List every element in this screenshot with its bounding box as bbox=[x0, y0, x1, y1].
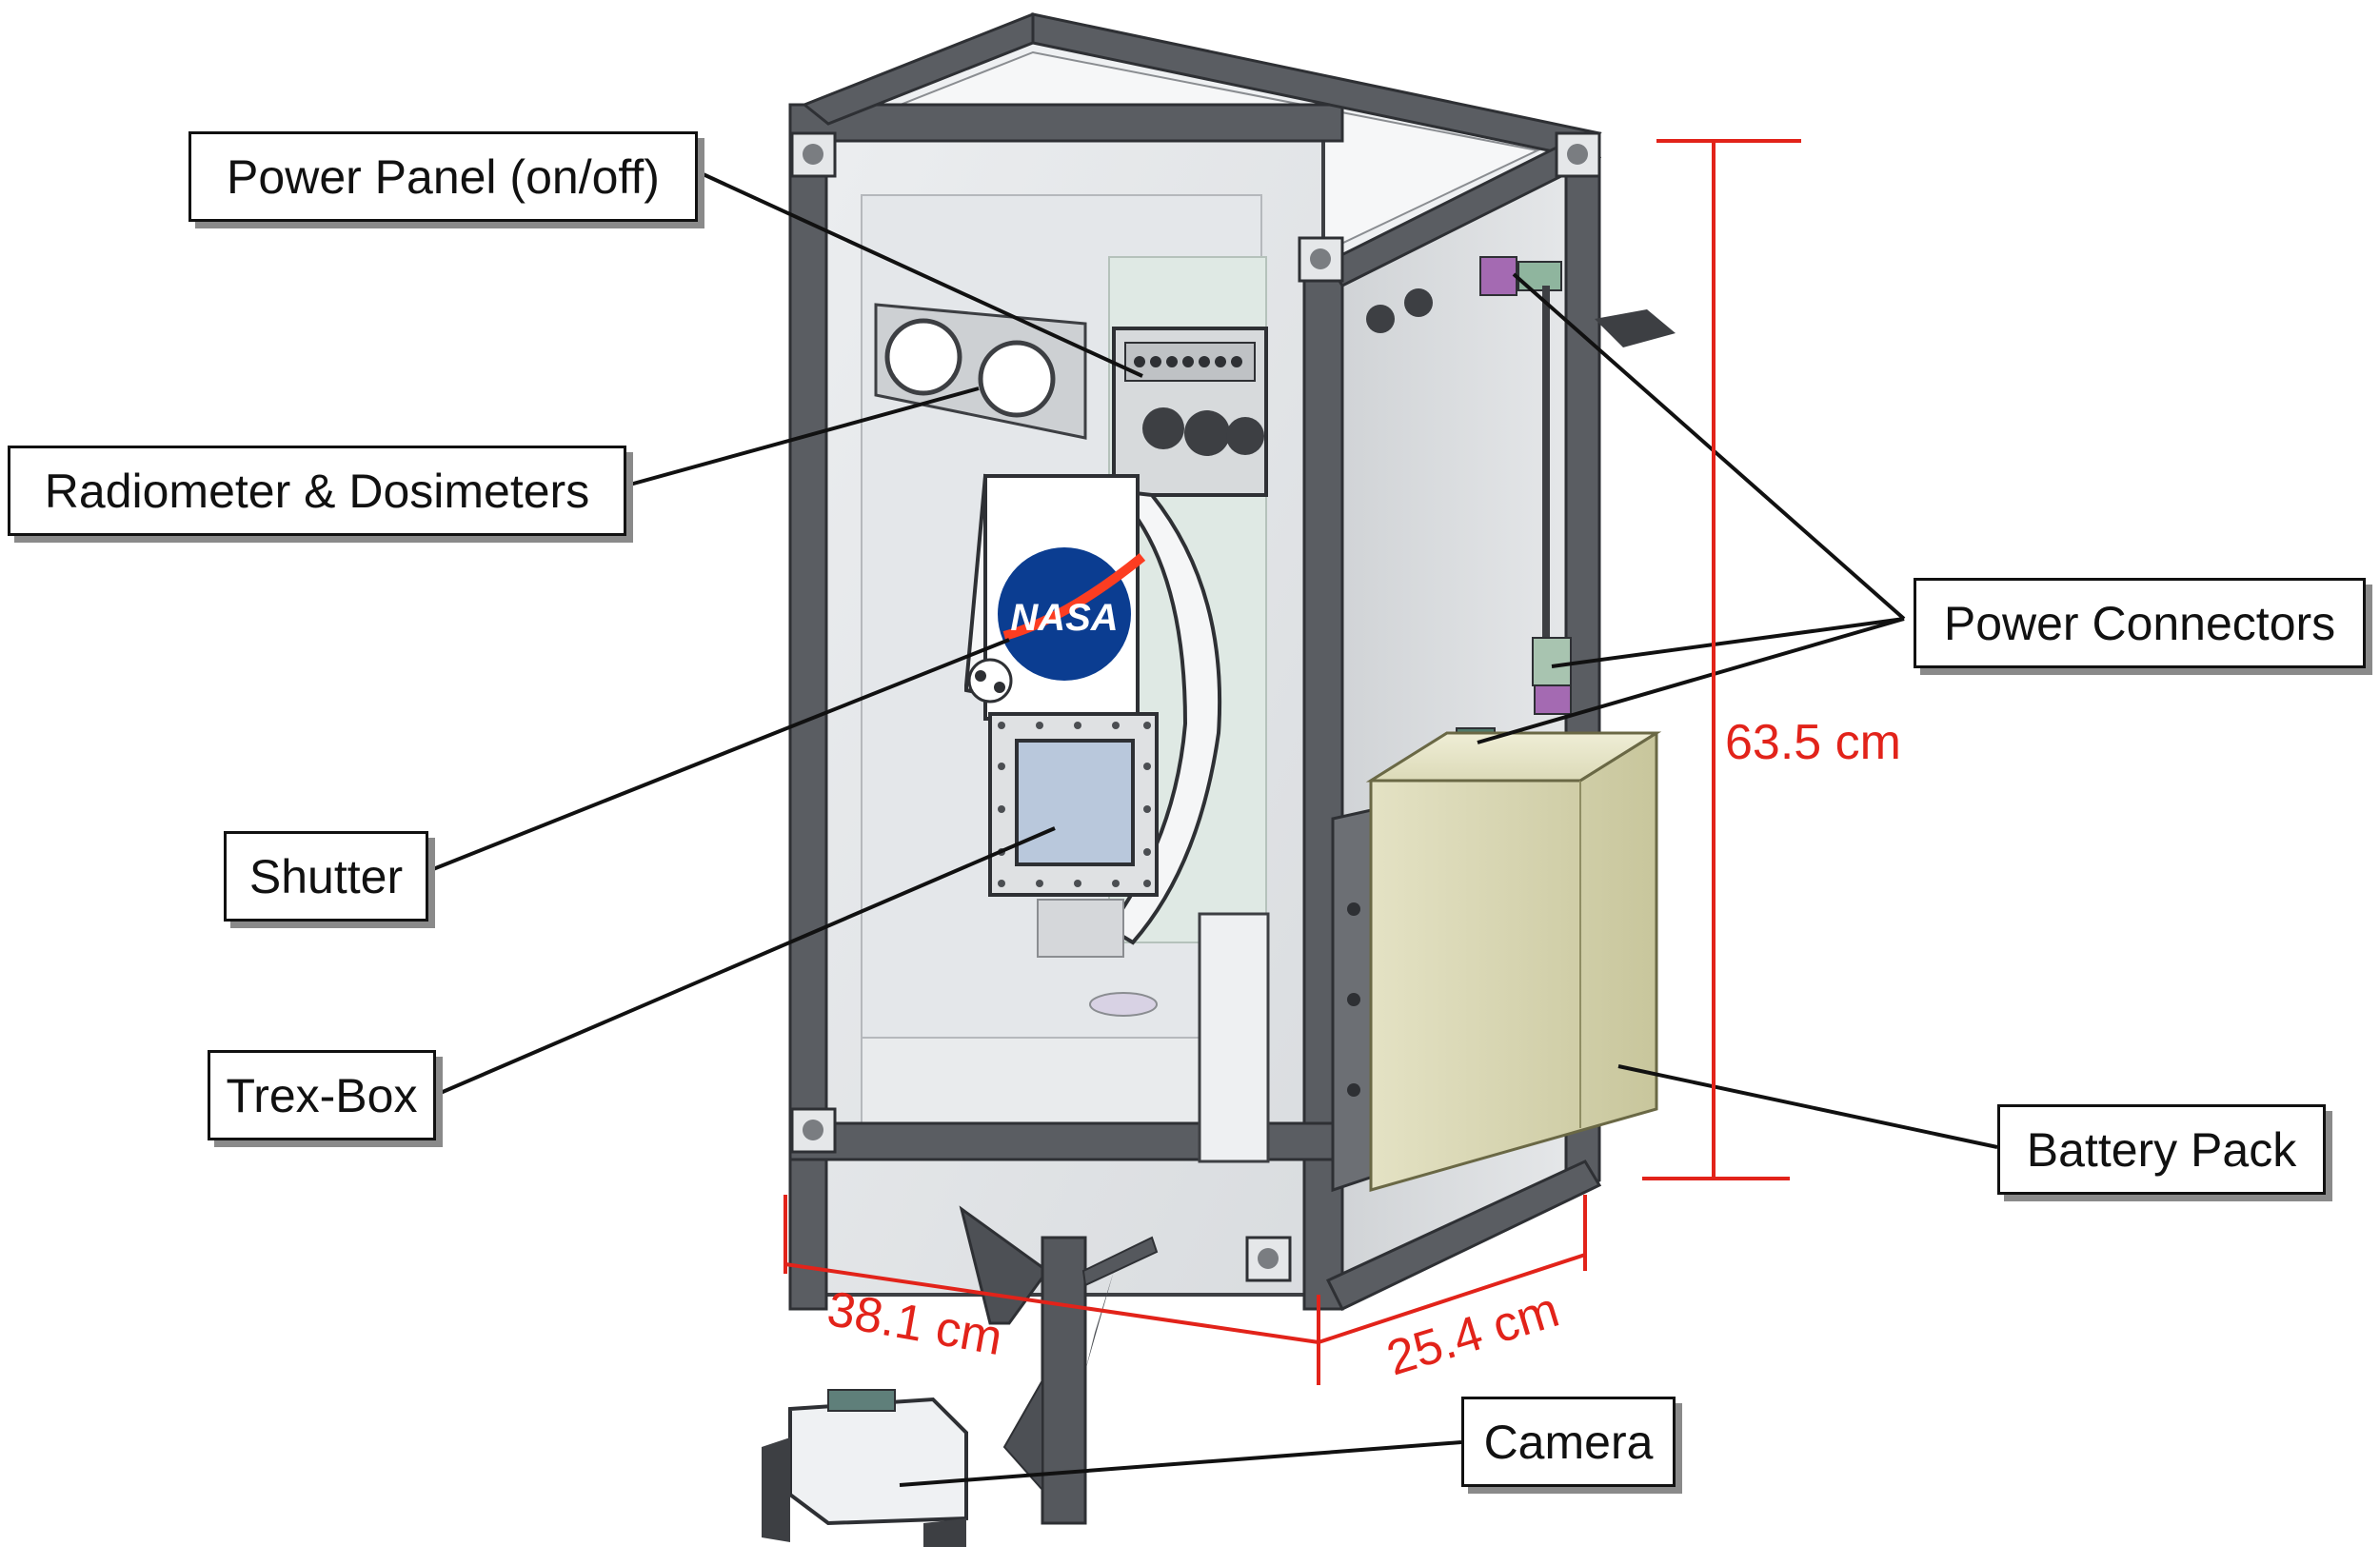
callout-camera: Camera bbox=[1461, 1397, 1676, 1487]
leader-power-connectors-2 bbox=[1551, 617, 1905, 668]
power-panel-hardware bbox=[1112, 327, 1268, 497]
trex-box-hardware bbox=[988, 712, 1159, 1017]
depth-dimension-line bbox=[1318, 1253, 1586, 1344]
leader-power-panel bbox=[696, 169, 1143, 378]
nasa-logo: NASA bbox=[998, 547, 1146, 681]
nasa-logo-text: NASA bbox=[1010, 597, 1118, 639]
battery-pack-hardware bbox=[1365, 731, 1662, 1192]
dimension-lines bbox=[783, 139, 1801, 1385]
leader-battery-pack bbox=[1617, 1064, 1998, 1149]
callout-trex-box: Trex-Box bbox=[208, 1050, 436, 1140]
leader-shutter bbox=[427, 638, 1010, 873]
callout-battery-pack: Battery Pack bbox=[1997, 1104, 2326, 1195]
camera-hardware bbox=[762, 1389, 968, 1547]
leader-radiometer bbox=[625, 387, 980, 487]
callout-shutter: Shutter bbox=[224, 831, 428, 922]
callout-radiometer: Radiometer & Dosimeters bbox=[8, 446, 626, 536]
leader-power-connectors-1 bbox=[1512, 272, 1906, 621]
callout-power-panel: Power Panel (on/off) bbox=[188, 131, 698, 222]
leader-camera bbox=[899, 1440, 1462, 1487]
leader-power-connectors-3 bbox=[1477, 617, 1905, 744]
enclosure: NASA bbox=[762, 12, 1676, 1547]
radiometer-housing bbox=[874, 303, 1087, 440]
leader-lines bbox=[427, 169, 1998, 1487]
callout-power-connectors: Power Connectors bbox=[1914, 578, 2366, 668]
height-dimension-label: 63.5 cm bbox=[1725, 715, 1901, 770]
leader-trex-box bbox=[435, 826, 1056, 1097]
width-dimension-line bbox=[784, 1262, 1319, 1344]
